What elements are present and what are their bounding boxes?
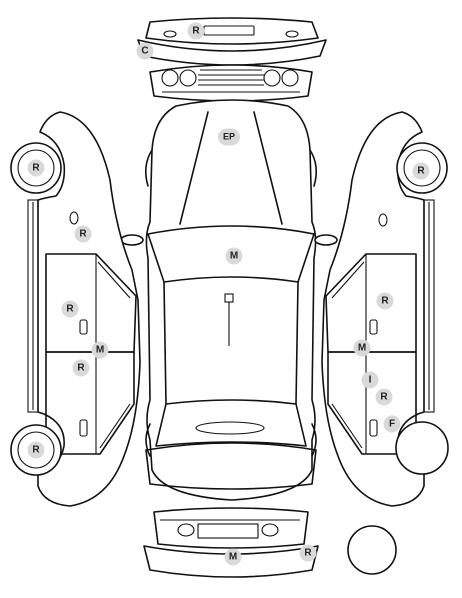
left-rear-wheel-badge-r[interactable]: R: [27, 441, 45, 459]
right-sill-badge-m[interactable]: M: [353, 339, 371, 357]
car-body-top[interactable]: [120, 99, 338, 501]
hood-badge-ep[interactable]: EP: [218, 128, 240, 146]
left-sill-badge-m[interactable]: M: [91, 341, 109, 359]
right-rear-badge-i[interactable]: I: [361, 371, 379, 389]
left-side-panel[interactable]: [27, 111, 141, 507]
right-rear-badge-r[interactable]: R: [375, 388, 393, 406]
right-rear-badge-f[interactable]: F: [383, 415, 401, 433]
rear-bumper-badge-m[interactable]: M: [224, 548, 242, 566]
right-front-wheel-badge-r[interactable]: R: [412, 162, 430, 180]
front-bumper-badge-c[interactable]: C: [136, 42, 154, 60]
front-grille[interactable]: [149, 64, 313, 102]
right-rear-wheel[interactable]: [395, 421, 449, 475]
left-rear-door-badge-r[interactable]: R: [72, 359, 90, 377]
rear-bumper-badge-r[interactable]: R: [299, 544, 317, 562]
spare-wheel[interactable]: [347, 525, 397, 575]
left-mirror-badge-r[interactable]: R: [74, 225, 92, 243]
left-front-wheel-badge-r[interactable]: R: [27, 159, 45, 177]
roof-badge-m[interactable]: M: [225, 247, 243, 265]
front-bumper[interactable]: [137, 17, 327, 66]
rear-panel[interactable]: [153, 507, 309, 549]
right-front-door-badge-r[interactable]: R: [376, 292, 394, 310]
left-front-door-badge-r[interactable]: R: [61, 300, 79, 318]
front-bumper-badge-r[interactable]: R: [187, 22, 205, 40]
